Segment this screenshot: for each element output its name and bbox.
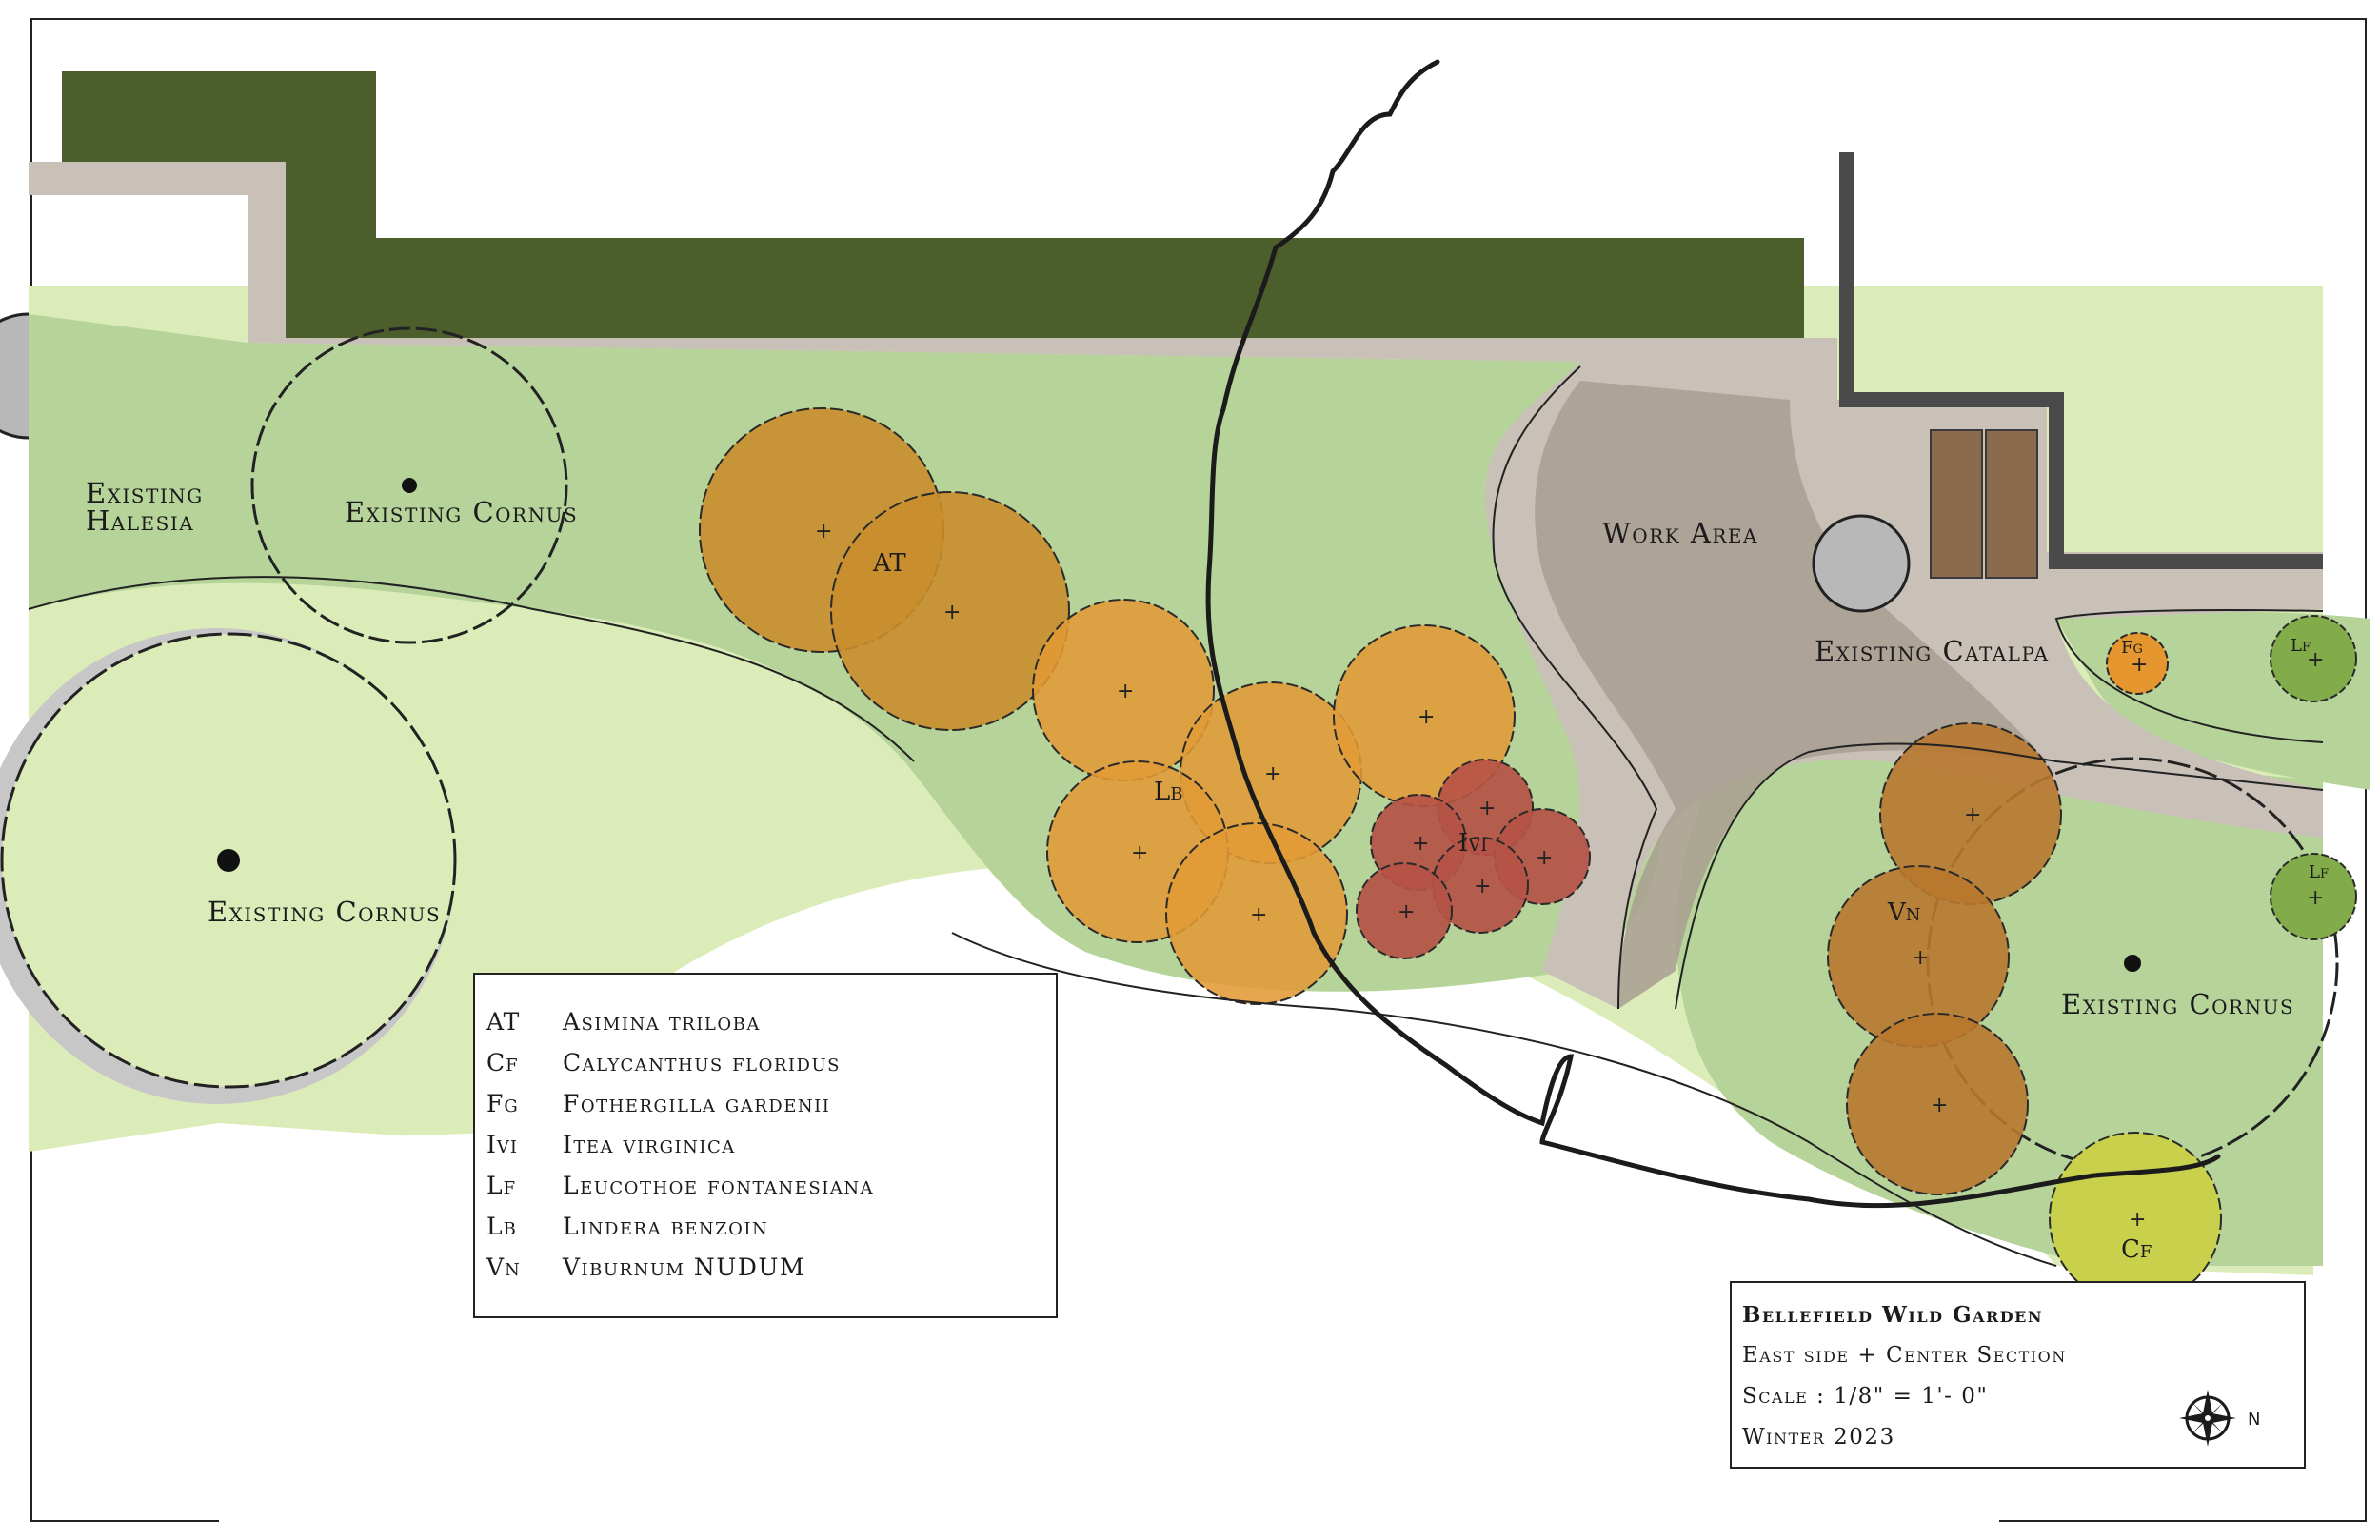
svg-text:+: + bbox=[2307, 648, 2324, 672]
svg-text:+: + bbox=[1474, 875, 1491, 898]
drawing-scale: Scale : 1/8" = 1'- 0" bbox=[1742, 1384, 1989, 1409]
bed-edge-line-lower-right bbox=[1675, 742, 2324, 1010]
bed-edge-line-catalpa bbox=[2054, 608, 2324, 743]
code-at: AT bbox=[872, 549, 906, 578]
svg-text:+: + bbox=[815, 520, 832, 543]
label-existing-cornus-right: Existing Cornus bbox=[2061, 988, 2294, 1020]
label-existing-halesia-line2: Halesia bbox=[86, 504, 194, 537]
legend-code: Cf bbox=[486, 1049, 519, 1076]
legend-code: Ivi bbox=[486, 1131, 518, 1158]
svg-text:+: + bbox=[1418, 705, 1435, 729]
bed-edge-line-upper bbox=[28, 576, 915, 762]
code-lb: Lb bbox=[1154, 778, 1183, 806]
svg-text:+: + bbox=[943, 601, 961, 624]
svg-text:+: + bbox=[1250, 903, 1267, 927]
svg-text:+: + bbox=[1131, 841, 1148, 865]
hedge bbox=[62, 71, 1804, 338]
stream-line bbox=[1205, 59, 2221, 1209]
label-existing-cornus-left: Existing Cornus bbox=[208, 896, 441, 928]
label-existing-cornus-top: Existing Cornus bbox=[345, 496, 578, 528]
legend-name: Itea virginica bbox=[563, 1131, 736, 1158]
work-area-surface bbox=[1535, 381, 2047, 1009]
label-existing-halesia-line1: Existing bbox=[86, 477, 204, 509]
plant-leucothoe-top bbox=[2270, 615, 2357, 702]
svg-text:+: + bbox=[1117, 680, 1134, 703]
legend-name: Asimina triloba bbox=[563, 1008, 761, 1036]
bed-edge-line-work bbox=[1492, 365, 1658, 1010]
svg-text:+: + bbox=[2307, 886, 2324, 910]
legend-row: Lb Lindera benzoin bbox=[486, 1206, 1056, 1247]
svg-text:+: + bbox=[1536, 846, 1553, 870]
code-cf: Cf bbox=[2121, 1235, 2152, 1264]
plant-fothergilla bbox=[2106, 632, 2169, 695]
svg-text:+: + bbox=[1964, 803, 1981, 827]
plant-group-asimina bbox=[699, 407, 1070, 731]
existing-cornus-left-trunk bbox=[217, 849, 240, 872]
svg-text:+: + bbox=[1412, 832, 1429, 856]
legend-row: AT Asimina triloba bbox=[486, 1001, 1056, 1042]
plant-leucothoe-mid bbox=[2270, 853, 2357, 940]
legend-name: Calycanthus floridus bbox=[563, 1049, 841, 1076]
existing-halesia-canopy bbox=[0, 312, 30, 440]
existing-cornus-right-trunk bbox=[2124, 955, 2141, 972]
legend-name: Fothergilla gardenii bbox=[563, 1090, 831, 1117]
code-fg: Fg bbox=[2121, 638, 2143, 658]
svg-text:+: + bbox=[2131, 653, 2148, 677]
legend-row: Lf Leucothoe fontanesiana bbox=[486, 1165, 1056, 1206]
legend-code: Lb bbox=[486, 1213, 517, 1240]
bed-edge-line-lawn bbox=[951, 932, 2057, 1267]
label-existing-catalpa: Existing Catalpa bbox=[1815, 635, 2050, 667]
drawing-subtitle: East side + Center Section bbox=[1742, 1343, 2067, 1368]
label-work-area: Work Area bbox=[1602, 517, 1758, 549]
north-label: N bbox=[2248, 1410, 2260, 1430]
drawing-title: Bellefield Wild Garden bbox=[1742, 1302, 2043, 1328]
legend-name: Lindera benzoin bbox=[563, 1213, 769, 1240]
code-lf-mid: Lf bbox=[2309, 862, 2329, 882]
groundcover-bed-right bbox=[1676, 729, 2323, 1266]
legend-name: Viburnum NUDUM bbox=[563, 1254, 806, 1281]
compass-rose-icon: N bbox=[2179, 1390, 2260, 1447]
existing-cornus-top-trunk bbox=[402, 478, 417, 493]
legend-row: Vn Viburnum NUDUM bbox=[486, 1247, 1056, 1288]
plant-legend: AT Asimina triloba Cf Calycanthus florid… bbox=[473, 973, 1058, 1318]
drawing-date: Winter 2023 bbox=[1742, 1425, 1895, 1450]
existing-cornus-top-canopy bbox=[250, 326, 568, 644]
svg-text:+: + bbox=[1912, 946, 1929, 970]
plant-group-itea bbox=[1356, 759, 1591, 959]
plant-group-viburnum bbox=[1827, 722, 2062, 1195]
legend-row: Ivi Itea virginica bbox=[486, 1124, 1056, 1165]
svg-text:+: + bbox=[1931, 1094, 1948, 1117]
svg-text:+: + bbox=[2129, 1208, 2146, 1232]
title-block: Bellefield Wild Garden East side + Cente… bbox=[1730, 1281, 2306, 1469]
wall bbox=[1839, 152, 2323, 569]
svg-text:+: + bbox=[1478, 797, 1496, 820]
legend-code: AT bbox=[486, 1008, 521, 1036]
svg-text:+: + bbox=[1264, 762, 1281, 786]
svg-text:+: + bbox=[1398, 900, 1415, 924]
legend-row: Cf Calycanthus floridus bbox=[486, 1042, 1056, 1083]
compost-bin-right bbox=[1985, 429, 2038, 579]
legend-row: Fg Fothergilla gardenii bbox=[486, 1083, 1056, 1124]
code-ivi: Ivi bbox=[1458, 829, 1487, 858]
code-vn: Vn bbox=[1887, 898, 1921, 927]
legend-name: Leucothoe fontanesiana bbox=[563, 1172, 875, 1199]
code-lf-top: Lf bbox=[2291, 636, 2311, 656]
legend-code: Vn bbox=[486, 1254, 521, 1281]
compost-bin-left bbox=[1930, 429, 1983, 579]
legend-code: Lf bbox=[486, 1172, 517, 1199]
plant-center-marks: + + + + + + + + + + + + + + + + + + + bbox=[815, 520, 2324, 1232]
plant-group-lindera bbox=[1032, 599, 1516, 1005]
existing-catalpa-trunk bbox=[1812, 514, 1911, 613]
legend-code: Fg bbox=[486, 1090, 519, 1117]
gravel-path bbox=[29, 162, 2323, 1009]
